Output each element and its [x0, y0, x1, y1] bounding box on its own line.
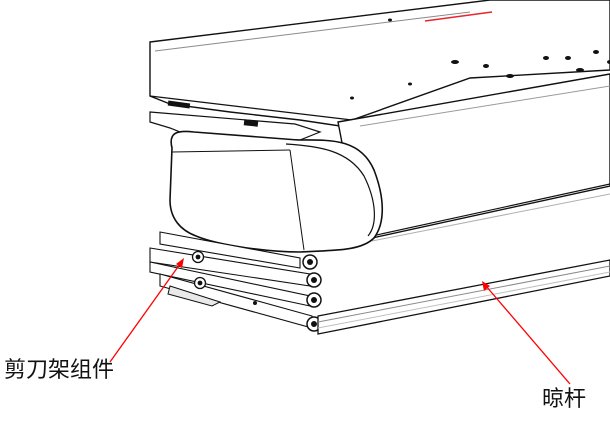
arrowhead-scissor — [176, 258, 184, 268]
callout-label-scissor-frame: 剪刀架组件 — [4, 358, 115, 383]
red-accent-line — [424, 11, 493, 22]
arrowhead-bar — [482, 281, 490, 291]
drying-bar-shape — [317, 259, 610, 335]
arrow-scissor — [109, 263, 181, 363]
arrow-bar — [485, 285, 571, 385]
end-cap — [169, 130, 384, 253]
callout-label-drying-bar: 晾杆 — [542, 387, 587, 412]
callout-arrows — [109, 258, 571, 385]
scissor-frame — [149, 231, 322, 332]
mounting-holes — [350, 18, 610, 100]
main-beam — [337, 73, 610, 242]
pivot-joints — [191, 250, 322, 332]
